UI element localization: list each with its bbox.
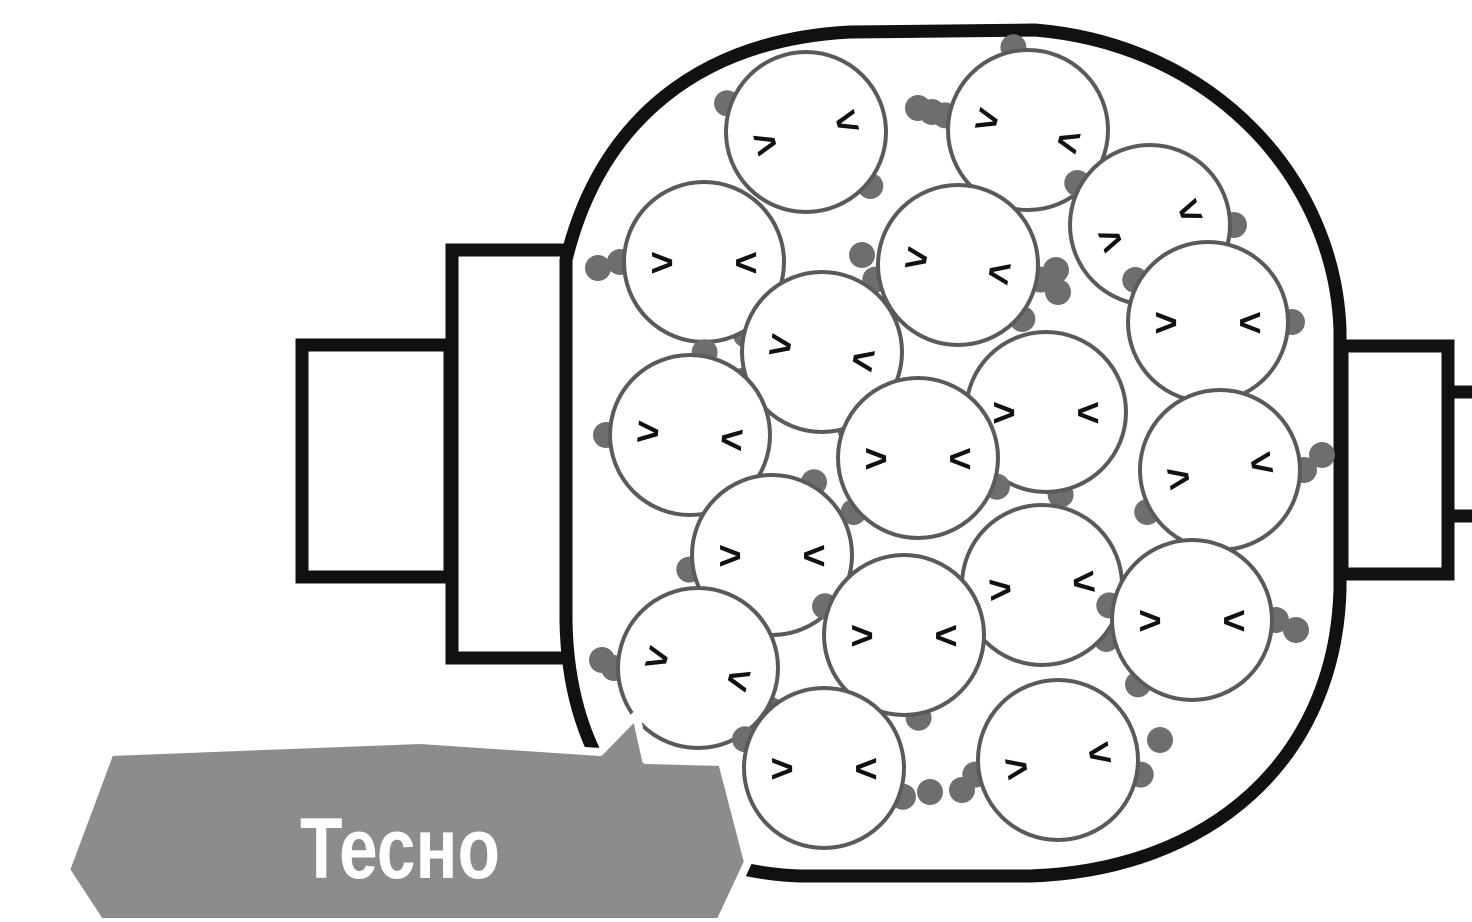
left-outer-nozzle (295, 338, 457, 584)
molecule-face: >< (1138, 599, 1245, 643)
molecule-left-eye: > (1154, 301, 1177, 345)
molecule (1110, 538, 1274, 702)
molecule-right-eye: < (1070, 559, 1097, 605)
molecule-right-eye: < (802, 534, 825, 578)
molecule-left-eye: > (850, 614, 873, 658)
loose-particle (949, 777, 975, 803)
molecule (724, 50, 888, 214)
molecule-right-eye: < (948, 437, 971, 481)
molecule-right-eye: < (854, 747, 877, 791)
molecule-left-eye: > (770, 747, 793, 791)
loose-particle (1283, 617, 1309, 643)
molecule-left-eye: > (650, 241, 673, 285)
molecule-right-eye: < (718, 417, 745, 463)
molecule-right-eye: < (734, 241, 757, 285)
molecule-left-eye: > (864, 437, 887, 481)
molecule-face: >< (770, 747, 877, 791)
molecule-face: >< (987, 559, 1098, 612)
molecule-face: >< (718, 534, 825, 578)
molecule-right-eye: < (934, 614, 957, 658)
molecule-left-eye: > (987, 567, 1014, 613)
molecules-group: ><><><><><><><><><><><><><><><><><>< (585, 34, 1335, 850)
molecule-left-eye: > (1138, 599, 1161, 643)
molecule-left-eye: > (635, 409, 662, 455)
molecule (608, 353, 772, 517)
molecule (1138, 388, 1302, 552)
molecule-right-eye: < (1076, 391, 1099, 435)
callout-shape (62, 711, 752, 922)
molecule (740, 270, 904, 434)
loose-particle (1309, 442, 1335, 468)
loose-particle (589, 647, 615, 673)
molecule-left-eye: > (718, 534, 741, 578)
molecule (946, 48, 1110, 212)
molecule-right-eye: < (1222, 599, 1245, 643)
callout-label: Тесно (300, 801, 500, 897)
molecule (876, 183, 1040, 347)
loose-particle (919, 99, 945, 125)
molecule (1126, 240, 1290, 404)
loose-particle (849, 242, 875, 268)
molecule-face: >< (850, 614, 957, 658)
molecule (822, 553, 986, 717)
molecule-right-eye: < (1238, 301, 1261, 345)
molecule (836, 376, 1000, 540)
molecule-face: >< (864, 437, 971, 481)
right-nozzle (1335, 339, 1455, 581)
molecule-face: >< (635, 409, 746, 462)
left-inner-nozzle (445, 243, 577, 665)
loose-particle (585, 255, 611, 281)
molecule (742, 686, 906, 850)
molecule-face: >< (1154, 301, 1261, 345)
molecule (960, 503, 1124, 667)
molecule-left-eye: > (992, 391, 1015, 435)
loose-particle (917, 779, 943, 805)
molecule (976, 678, 1140, 842)
loose-particle (1045, 279, 1071, 305)
loose-particle (1147, 727, 1173, 753)
molecule-face: >< (992, 391, 1099, 435)
loose-particle (1043, 257, 1069, 283)
molecule (616, 586, 780, 750)
molecule-face: >< (650, 241, 757, 285)
right-nozzle-extension (1441, 385, 1472, 523)
